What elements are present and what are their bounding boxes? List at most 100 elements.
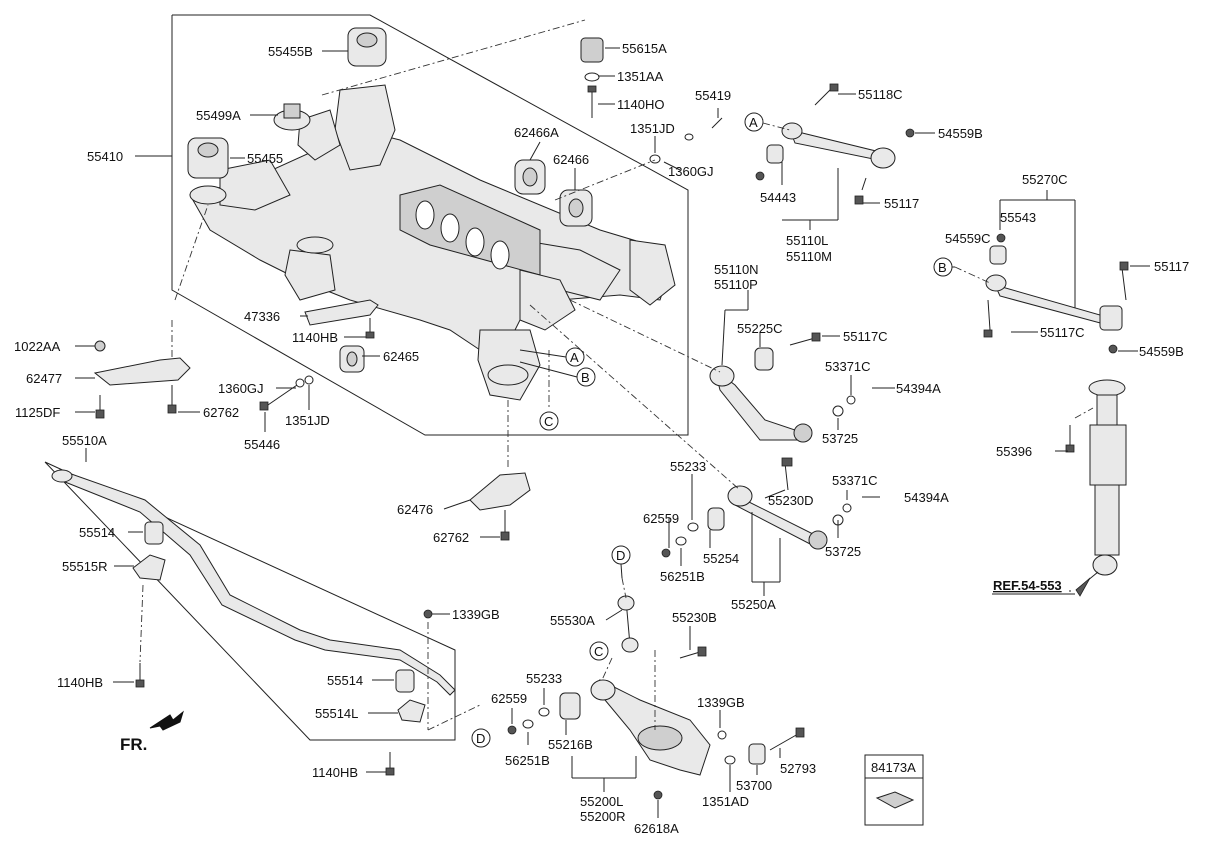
crossmember-frame bbox=[171, 14, 689, 436]
lower-arm-55200L bbox=[507, 646, 805, 800]
label-ref-54-553: REF.54-553 bbox=[993, 578, 1062, 593]
label-55233-bottom: 55233 bbox=[526, 671, 562, 686]
front-arrow bbox=[149, 710, 184, 731]
label-1140HB-left: 1140HB bbox=[57, 675, 103, 690]
label-55216B: 55216B bbox=[548, 737, 593, 752]
label-55250A: 55250A bbox=[731, 597, 776, 612]
label-55510A: 55510A bbox=[62, 433, 107, 448]
label-62466A: 62466A bbox=[514, 125, 559, 140]
label-front: FR. bbox=[120, 735, 147, 754]
label-55270C: 55270C bbox=[1022, 172, 1068, 187]
callout-b-1: B bbox=[938, 260, 947, 275]
label-55230B: 55230B bbox=[672, 610, 717, 625]
arm-55110N bbox=[709, 332, 856, 443]
label-55419: 55419 bbox=[695, 88, 731, 103]
label-62477: 62477 bbox=[26, 371, 62, 386]
callout-b-2: B bbox=[581, 370, 590, 385]
label-55455B: 55455B bbox=[268, 44, 313, 59]
bushing-55455 bbox=[187, 137, 229, 205]
crossmember-assembly bbox=[189, 84, 676, 401]
callout-circles bbox=[471, 112, 953, 748]
label-55410: 55410 bbox=[87, 149, 123, 164]
label-84173A: 84173A bbox=[871, 760, 916, 775]
bushing-62466A bbox=[514, 159, 546, 195]
ref-arrow bbox=[992, 577, 1091, 597]
callout-c-2: C bbox=[594, 644, 603, 659]
label-1140HO: 1140HO bbox=[617, 97, 664, 112]
label-55615A: 55615A bbox=[622, 41, 667, 56]
bushing-55455B bbox=[347, 27, 387, 67]
label-55233-top: 55233 bbox=[670, 459, 706, 474]
label-55396: 55396 bbox=[996, 444, 1032, 459]
callout-d-1: D bbox=[616, 548, 625, 563]
label-1022AA: 1022AA bbox=[14, 339, 61, 354]
callout-c-1: C bbox=[544, 414, 553, 429]
label-52793: 52793 bbox=[780, 761, 816, 776]
upper-arm-55110L bbox=[684, 83, 915, 205]
label-53725-mid: 53725 bbox=[825, 544, 861, 559]
label-55117-right: 55117 bbox=[1154, 259, 1189, 274]
label-62762-left: 62762 bbox=[203, 405, 239, 420]
label-54559B-right: 54559B bbox=[1139, 344, 1184, 359]
label-55200R: 55200R bbox=[580, 809, 626, 824]
label-53725-top: 53725 bbox=[822, 431, 858, 446]
label-62618A: 62618A bbox=[634, 821, 679, 836]
label-1339GB-bottom: 1339GB bbox=[697, 695, 745, 710]
bushing-62466 bbox=[559, 189, 593, 227]
label-53700: 53700 bbox=[736, 778, 772, 793]
label-55514L: 55514L bbox=[315, 706, 358, 721]
label-54559B-top: 54559B bbox=[938, 126, 983, 141]
label-56251B-top: 56251B bbox=[660, 569, 705, 584]
link-55530A bbox=[617, 595, 639, 653]
label-55117C-right: 55117C bbox=[1040, 325, 1085, 340]
part-84173A-box bbox=[864, 754, 924, 826]
label-1360GJ-left: 1360GJ bbox=[218, 381, 264, 396]
label-62559-top: 62559 bbox=[643, 511, 679, 526]
label-55230D: 55230D bbox=[768, 493, 814, 508]
label-1140HB-bottom: 1140HB bbox=[312, 765, 358, 780]
label-55254: 55254 bbox=[703, 551, 739, 566]
label-55530A: 55530A bbox=[550, 613, 595, 628]
bushing-55615A bbox=[580, 37, 604, 118]
label-55515R: 55515R bbox=[62, 559, 108, 574]
stabilizer-bar bbox=[44, 461, 456, 776]
label-55446: 55446 bbox=[244, 437, 280, 452]
label-55455: 55455 bbox=[247, 151, 283, 166]
label-55514-top: 55514 bbox=[79, 525, 115, 540]
bolt-55446 bbox=[259, 375, 314, 411]
label-1360GJ-top: 1360GJ bbox=[668, 164, 714, 179]
label-1140HB-top: 1140HB bbox=[292, 330, 338, 345]
label-54443: 54443 bbox=[760, 190, 796, 205]
label-55514-bottom: 55514 bbox=[327, 673, 363, 688]
label-53371C-mid: 53371C bbox=[832, 473, 878, 488]
bracket-62476 bbox=[469, 472, 531, 541]
label-55110M: 55110M bbox=[786, 249, 832, 264]
label-54394A-top: 54394A bbox=[896, 381, 941, 396]
label-62559-bottom: 62559 bbox=[491, 691, 527, 706]
label-1351JD-top: 1351JD bbox=[630, 121, 675, 136]
label-62476: 62476 bbox=[397, 502, 433, 517]
label-55543: 55543 bbox=[1000, 210, 1036, 225]
bracket-47336 bbox=[304, 299, 379, 339]
label-55499A: 55499A bbox=[196, 108, 241, 123]
bolt-1351JD-washer bbox=[649, 154, 661, 164]
callout-d-2: D bbox=[476, 731, 485, 746]
label-55110P: 55110P bbox=[714, 277, 758, 292]
label-55200L: 55200L bbox=[580, 794, 623, 809]
label-1351AA: 1351AA bbox=[617, 69, 664, 84]
label-47336: 47336 bbox=[244, 309, 280, 324]
arm-55250A bbox=[661, 457, 852, 558]
callout-a-1: A bbox=[749, 115, 758, 130]
part-labels: 55455B 55615A 1351AA 55499A 1140HO 55419… bbox=[14, 41, 1189, 836]
callout-a-2: A bbox=[570, 350, 579, 365]
leader-lines bbox=[75, 47, 1150, 818]
label-1125DF: 1125DF bbox=[15, 405, 60, 420]
label-1351JD-left: 1351JD bbox=[285, 413, 330, 428]
label-62466: 62466 bbox=[553, 152, 589, 167]
label-55117C-mid: 55117C bbox=[843, 329, 888, 344]
label-54559C: 54559C bbox=[945, 231, 991, 246]
label-55118C: 55118C bbox=[858, 87, 903, 102]
label-55117-mid: 55117 bbox=[884, 196, 919, 211]
label-62465: 62465 bbox=[383, 349, 419, 364]
